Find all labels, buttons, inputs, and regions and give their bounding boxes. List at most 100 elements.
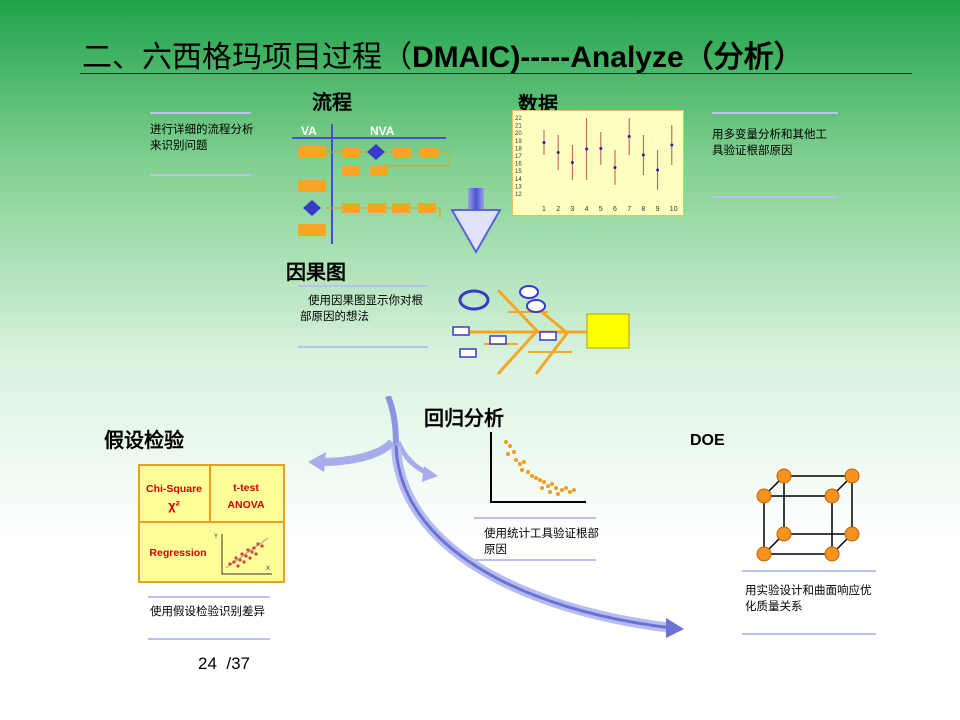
chi-square-label: Chi-Square (146, 483, 202, 495)
fishbone-rule-top (298, 285, 428, 287)
scatter-dot (250, 550, 254, 554)
t-test-label: t-test (233, 482, 259, 494)
chi-symbol: χ² (168, 498, 180, 513)
scatter-dot (246, 548, 250, 552)
process-rule-bottom (150, 174, 251, 176)
scatter-dot (522, 460, 526, 464)
scatter-dot (244, 554, 248, 558)
scatter-dot (236, 564, 240, 568)
fishbone-diagram (452, 285, 630, 376)
scatter-dot (550, 482, 554, 486)
scatter-dot (514, 458, 518, 462)
scatter-dot (254, 552, 258, 556)
flow-box (420, 148, 438, 158)
scatter-dot (228, 562, 232, 566)
title-dmaic: DMAIC (412, 41, 511, 74)
hypothesis-table: Chi-Square χ² t-test ANOVA Regression Y … (138, 464, 285, 583)
doe-heading: DOE (690, 432, 725, 449)
multivari-mean (641, 153, 645, 157)
multivari-mean (556, 151, 560, 154)
scatter-dot (538, 478, 542, 482)
scatter-dot (548, 490, 552, 494)
flow-box (392, 203, 410, 213)
flow-box (370, 166, 388, 176)
page-current: 24 (198, 654, 217, 673)
scatter-dot (556, 492, 560, 496)
y-tick-label: 13 (515, 184, 522, 190)
axis-y-label: Y (214, 534, 218, 540)
cause-ellipse (519, 285, 539, 299)
x-tick-label: 9 (656, 206, 660, 213)
scatter-dot (240, 552, 244, 556)
doe-node (844, 526, 860, 542)
multivari-mean (585, 147, 589, 151)
scatter-dot (568, 490, 572, 494)
cause-ellipse (458, 289, 490, 311)
down-arrow (450, 188, 502, 254)
va-label: VA (301, 124, 317, 138)
fishbone-note: 使用因果图显示你对根部原因的想法 (300, 293, 423, 323)
scatter-dot (540, 486, 544, 490)
scatter-dot (560, 488, 564, 492)
scatter-dot (238, 558, 242, 562)
doe-node (756, 488, 772, 504)
cause-box (489, 335, 507, 345)
multivari-mean (570, 161, 574, 164)
x-tick-label: 10 (670, 206, 678, 213)
y-tick-label: 14 (515, 177, 522, 183)
regression-rule-top (474, 517, 596, 519)
slide-title: 二、六西格玛项目过程（DMAIC)-----Analyze（分析） (82, 32, 804, 76)
flow-box (418, 203, 436, 213)
process-flow-diagram: VA NVA (292, 124, 450, 244)
y-tick-label: 18 (515, 146, 522, 152)
doe-node (776, 526, 792, 542)
doe-note: 用实验设计和曲面响应优化质量关系 (745, 583, 872, 613)
scatter-dot (252, 546, 256, 550)
y-tick-label: 12 (515, 192, 522, 198)
x-tick-label: 6 (613, 206, 617, 213)
y-tick-label: 22 (515, 116, 522, 122)
flow-box (298, 224, 326, 236)
scatter-dot (534, 476, 538, 480)
scatter-dot (542, 480, 546, 484)
process-heading: 流程 (312, 90, 352, 114)
scatter-dot (526, 470, 530, 474)
flow-box (342, 203, 360, 213)
multivari-mean (627, 135, 631, 138)
doe-node (756, 546, 772, 562)
doe-node (776, 468, 792, 484)
decision-diamond (367, 144, 385, 160)
title-prefix: 二、六西格玛项目过程（ (82, 40, 412, 75)
x-tick-label: 3 (570, 206, 574, 213)
scatter-dot (572, 488, 576, 492)
anova-label: ANOVA (227, 499, 265, 511)
doe-rule-bottom (742, 633, 876, 635)
x-tick-label: 1 (542, 206, 546, 213)
scatter-dot (234, 556, 238, 560)
scatter-dot (504, 440, 508, 444)
scatter-dot (530, 474, 534, 478)
cause-box (459, 348, 477, 358)
hypothesis-rule-top (148, 596, 270, 598)
x-tick-label: 5 (599, 206, 603, 213)
multivari-mean (613, 166, 617, 169)
scatter-dot (554, 486, 558, 490)
flow-box (298, 146, 326, 158)
scatter-dot (512, 450, 516, 454)
regression-label: Regression (149, 547, 206, 559)
scatter-dot (256, 542, 260, 546)
scatter-dot (260, 544, 264, 548)
x-tick-label: 7 (627, 206, 631, 213)
data-note: 用多变量分析和其他工具验证根部原因 (712, 127, 827, 157)
doe-cube (756, 468, 860, 562)
hypothesis-note: 使用假设检验识别差异 (150, 604, 265, 618)
fishbone-rule-bottom (298, 346, 428, 348)
cause-box (452, 326, 470, 336)
chart-frame (512, 110, 684, 216)
x-tick-label: 2 (556, 206, 560, 213)
y-tick-label: 16 (515, 162, 522, 168)
page-number: 24 /37 (198, 654, 250, 674)
scatter-dot (232, 560, 236, 564)
doe-rule-top (742, 570, 876, 572)
